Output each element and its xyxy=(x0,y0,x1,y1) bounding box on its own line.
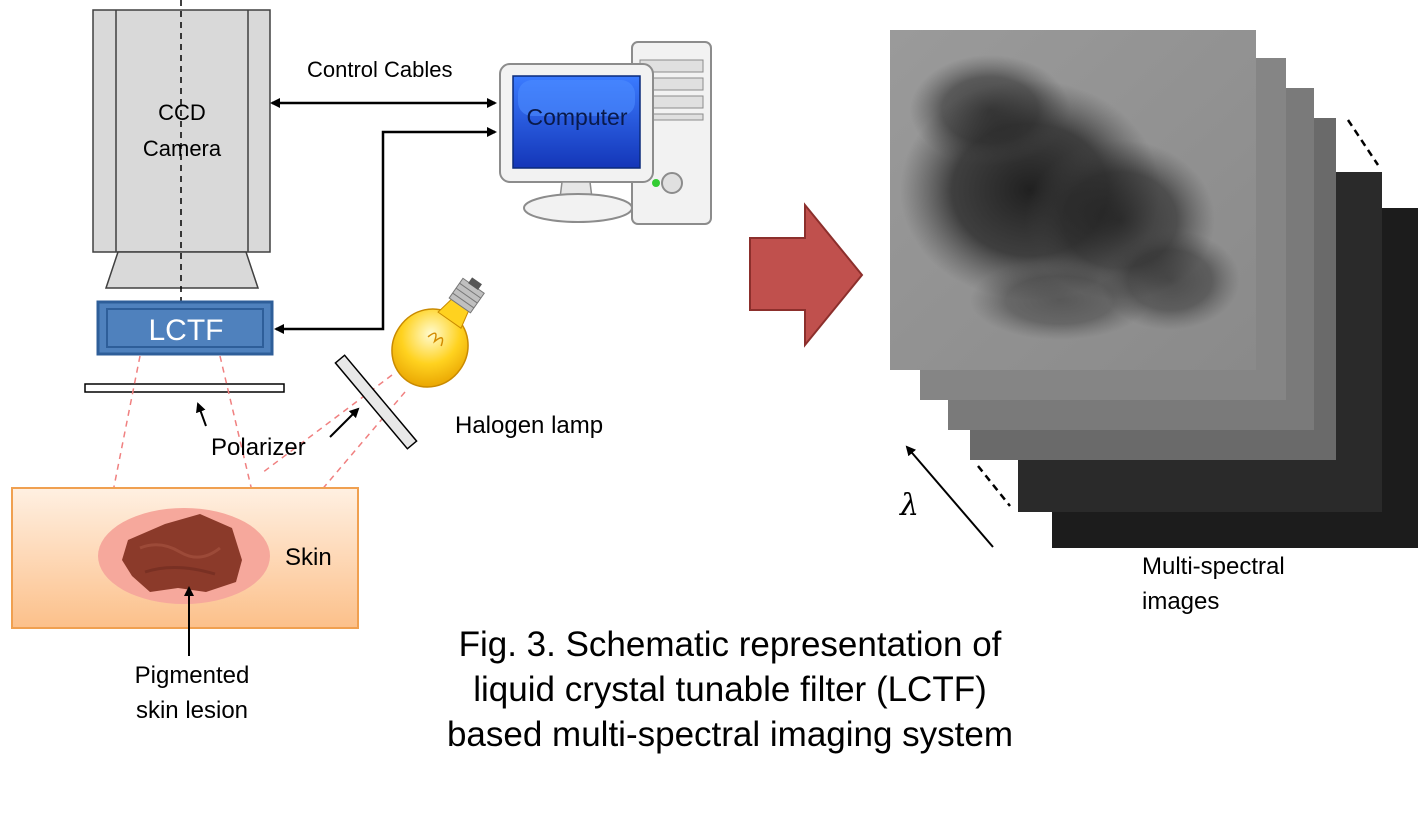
skin-label: Skin xyxy=(285,544,332,571)
polarizer-label: Polarizer xyxy=(211,434,306,461)
polarizer-pointer-1 xyxy=(196,402,207,427)
polarizer-plate xyxy=(84,383,285,393)
caption-line-3: based multi-spectral imaging system xyxy=(446,715,1014,754)
lamp-polarizer xyxy=(334,354,418,450)
ccd-label-line1: CCD xyxy=(158,100,206,125)
halogen-bulb-icon xyxy=(391,277,485,388)
computer-icon xyxy=(499,41,712,225)
right-arrow-icon xyxy=(749,202,864,348)
lesion-label-line2: skin lesion xyxy=(135,697,249,724)
lesion-label-line1: Pigmented xyxy=(134,662,250,689)
ccd-label-line2: Camera xyxy=(142,136,222,161)
figure-caption: Fig. 3. Schematic representation of liqu… xyxy=(380,622,1080,757)
lctf-filter xyxy=(96,300,274,356)
skin-block xyxy=(11,487,359,629)
wavelength-arrow xyxy=(905,445,994,548)
stack-ellipsis-top xyxy=(1346,119,1380,166)
stack-ellipsis-bottom xyxy=(977,465,1011,507)
multispectral-label-line1: Multi-spectral xyxy=(1142,553,1285,580)
cable-lctf-computer xyxy=(274,127,497,334)
halogen-lamp-label: Halogen lamp xyxy=(455,412,604,439)
multispectral-image-stack xyxy=(890,30,1418,548)
caption-line-1: Fig. 3. Schematic representation of xyxy=(458,625,1002,664)
lambda-symbol: λ xyxy=(900,488,920,523)
spectral-image-1 xyxy=(890,30,1256,370)
caption-line-2: liquid crystal tunable filter (LCTF) xyxy=(473,670,987,709)
control-cables-label: Control Cables xyxy=(307,57,453,82)
polarizer-pointer-2 xyxy=(329,407,360,438)
lctf-label: LCTF xyxy=(148,314,224,347)
computer-label: Computer xyxy=(526,104,628,130)
multispectral-label-line2: images xyxy=(1142,588,1220,615)
